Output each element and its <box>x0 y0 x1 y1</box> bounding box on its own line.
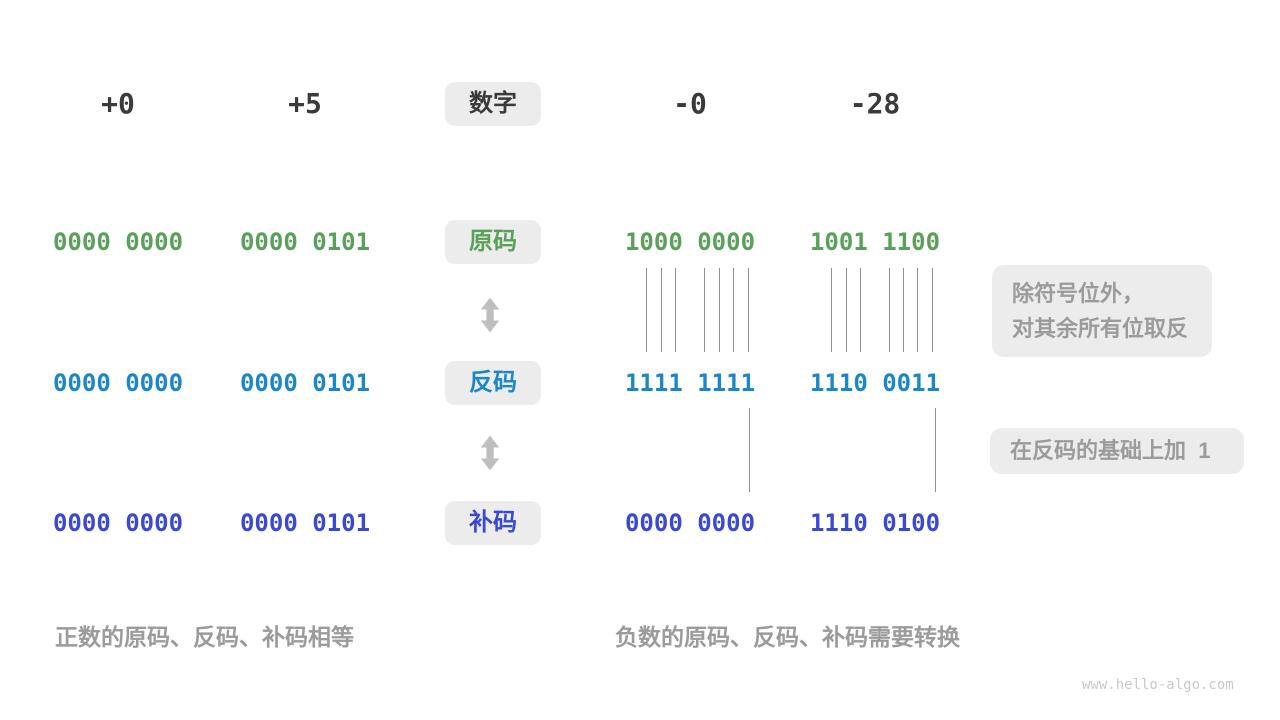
ones-complement-plus5: 0000 0101 <box>239 369 371 397</box>
add-one-connector-line <box>749 408 750 492</box>
twos-complement-plus0: 0000 0000 <box>52 509 184 537</box>
twos-complement-minus0: 0000 0000 <box>624 509 756 537</box>
sign-magnitude-row: 0000 0000 0000 0101 原码 1000 0000 1001 11… <box>0 220 1280 264</box>
sign-magnitude-chip: 原码 <box>445 220 541 264</box>
bit-connector-line <box>889 268 890 352</box>
invert-bits-annotation-line1: 除符号位外， <box>1012 281 1145 306</box>
twos-complement-plus5: 0000 0101 <box>239 509 371 537</box>
ones-complement-minus0: 1111 1111 <box>624 369 756 397</box>
positive-numbers-caption: 正数的原码、反码、补码相等 <box>55 624 354 650</box>
ones-complement-chip: 反码 <box>445 361 541 405</box>
bit-connector-line <box>704 268 705 352</box>
bit-connector-line <box>903 268 904 352</box>
invert-bits-annotation: 除符号位外， 对其余所有位取反 <box>992 265 1212 357</box>
header-row: +0 +5 数字 -0 -28 <box>0 82 1280 126</box>
bit-connector-line <box>917 268 918 352</box>
sign-magnitude-minus28: 1001 1100 <box>809 228 941 256</box>
invert-bits-annotation-line2: 对其余所有位取反 <box>1012 316 1189 341</box>
bit-connector-line <box>719 268 720 352</box>
header-value-minus28: -28 <box>849 87 901 120</box>
twos-complement-row: 0000 0000 0000 0101 补码 0000 0000 1110 01… <box>0 501 1280 545</box>
add-one-connector-line <box>935 408 936 492</box>
header-value-plus0: +0 <box>101 87 135 120</box>
sign-magnitude-plus0: 0000 0000 <box>52 228 184 256</box>
bit-connector-line <box>932 268 933 352</box>
bit-connector-line <box>661 268 662 352</box>
bit-connector-line <box>831 268 832 352</box>
ones-complement-plus0: 0000 0000 <box>52 369 184 397</box>
add-one-annotation: 在反码的基础上加 1 <box>990 428 1244 474</box>
bit-connector-line <box>860 268 861 352</box>
up-down-arrow-icon <box>480 297 500 333</box>
site-watermark: www.hello-algo.com <box>1082 677 1234 693</box>
bit-connector-line <box>748 268 749 352</box>
ones-complement-minus28: 1110 0011 <box>809 369 941 397</box>
negative-numbers-caption: 负数的原码、反码、补码需要转换 <box>615 624 960 650</box>
header-value-plus5: +5 <box>288 87 322 120</box>
bit-connector-line <box>675 268 676 352</box>
twos-complement-minus28: 1110 0100 <box>809 509 941 537</box>
bit-connector-line <box>846 268 847 352</box>
bit-connector-line <box>733 268 734 352</box>
up-down-arrow-icon <box>480 435 500 471</box>
sign-magnitude-plus5: 0000 0101 <box>239 228 371 256</box>
sign-magnitude-minus0: 1000 0000 <box>624 228 756 256</box>
twos-complement-chip: 补码 <box>445 501 541 545</box>
header-label-chip: 数字 <box>445 82 541 126</box>
bit-connector-line <box>646 268 647 352</box>
ones-complement-row: 0000 0000 0000 0101 反码 1111 1111 1110 00… <box>0 361 1280 405</box>
header-value-minus0: -0 <box>673 87 707 120</box>
